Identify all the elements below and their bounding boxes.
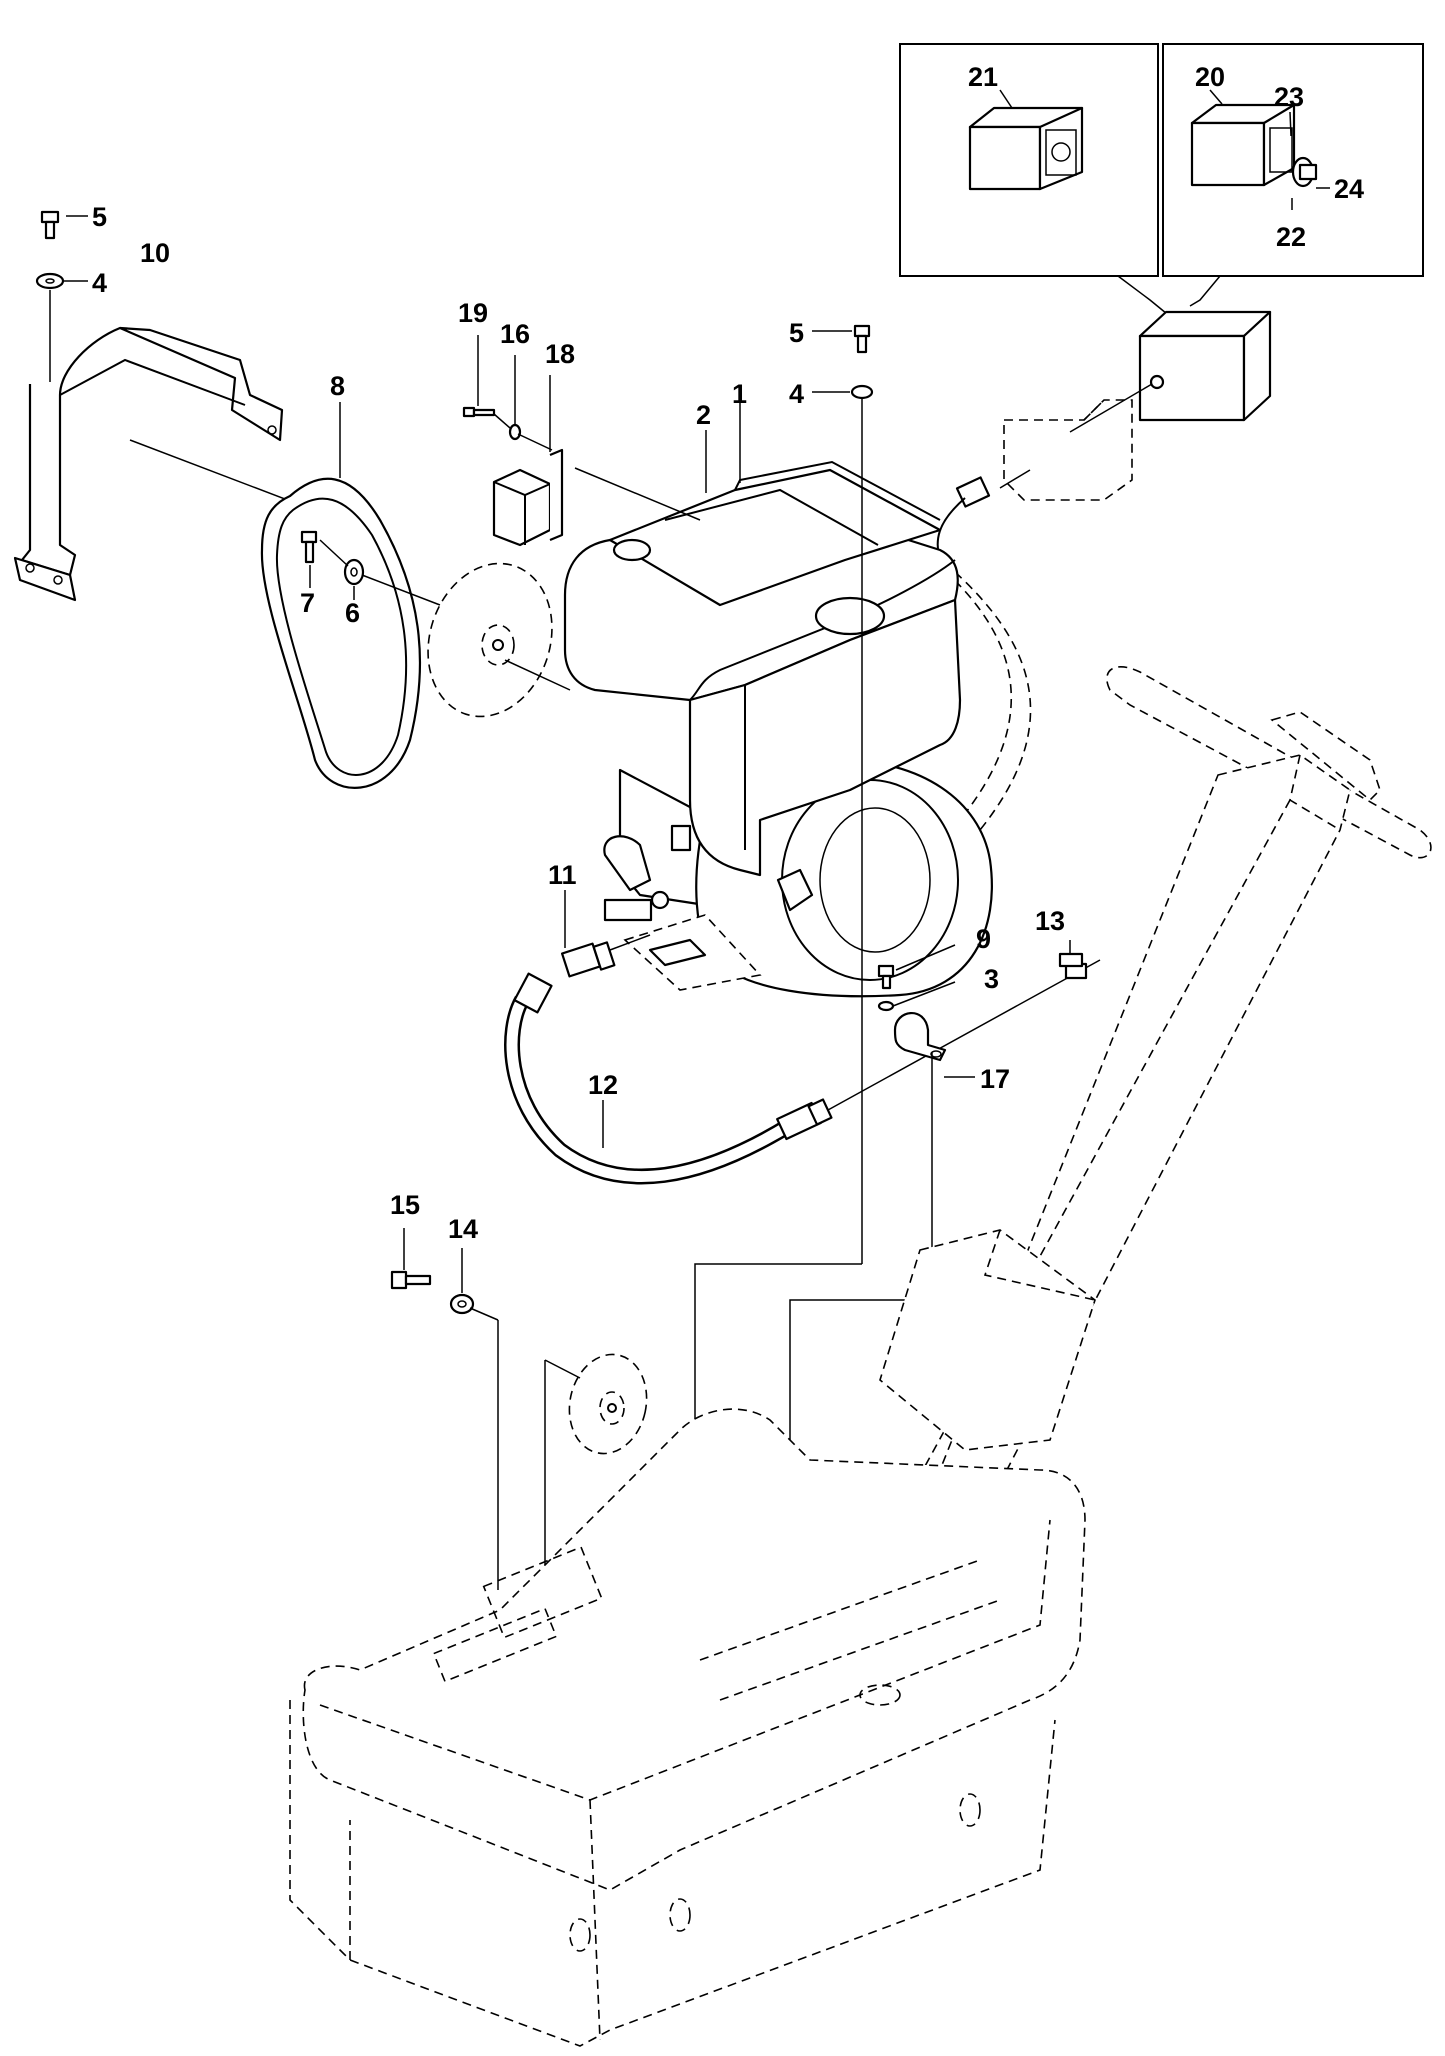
callout-11: 11 (548, 860, 577, 890)
washer-4-center (850, 384, 874, 400)
timer-module-21 (968, 106, 1084, 191)
callout-3: 3 (984, 964, 999, 994)
callout-15: 15 (390, 1190, 420, 1220)
plug-13 (1058, 952, 1088, 980)
callout-23: 23 (1274, 82, 1304, 112)
screw-19 (462, 406, 496, 418)
pulley-dashed (427, 562, 553, 718)
belt-guard-10 (13, 326, 284, 602)
callout-17: 17 (980, 1064, 1010, 1094)
callout-1: 1 (732, 379, 747, 409)
callout-18: 18 (545, 339, 575, 369)
callout-7: 7 (300, 588, 315, 618)
callout-4-left: 4 (92, 268, 107, 298)
callout-22: 22 (1276, 222, 1306, 252)
callout-5-left: 5 (92, 202, 107, 232)
callout-5-center: 5 (789, 318, 804, 348)
bolt-15 (390, 1270, 432, 1290)
timer-module-20 (1190, 103, 1318, 188)
callout-16: 16 (500, 319, 530, 349)
bolt-5-center (853, 324, 871, 354)
callout-4-center: 4 (789, 379, 804, 409)
bolt-7 (300, 530, 318, 564)
callout-14: 14 (448, 1214, 478, 1244)
callout-24: 24 (1334, 174, 1364, 204)
callout-labels: 21 20 23 24 22 5 4 10 19 16 18 5 4 8 2 1… (92, 62, 1364, 1244)
callout-2: 2 (696, 400, 711, 430)
callout-6: 6 (345, 598, 360, 628)
callout-13: 13 (1035, 906, 1065, 936)
detail-box-right (1162, 43, 1424, 307)
washer-14 (449, 1293, 475, 1315)
base-plate-dashed (289, 1408, 1086, 2047)
detail-box-left (899, 43, 1173, 319)
washer-4-left (35, 272, 65, 290)
timer-module-main (1138, 310, 1272, 422)
v-belt-8 (260, 477, 422, 789)
washer-6 (343, 558, 365, 586)
callout-21: 21 (968, 62, 998, 92)
engine-1 (563, 460, 993, 998)
wheel-dashed (568, 1353, 648, 1455)
timer-bracket-dashed (1003, 399, 1133, 501)
washer-3 (877, 1000, 895, 1012)
washer-16 (508, 423, 522, 441)
bolt-5-left (40, 210, 60, 240)
callout-12: 12 (588, 1070, 618, 1100)
callout-20: 20 (1195, 62, 1225, 92)
hose-12 (504, 972, 833, 1185)
fitting-11 (560, 934, 651, 978)
callout-9: 9 (976, 924, 991, 954)
clamp-17 (893, 1012, 947, 1062)
callout-8: 8 (330, 371, 345, 401)
callout-10: 10 (140, 238, 170, 268)
relay-cover-18 (492, 448, 564, 547)
callout-19: 19 (458, 298, 488, 328)
screw-9 (877, 964, 895, 990)
